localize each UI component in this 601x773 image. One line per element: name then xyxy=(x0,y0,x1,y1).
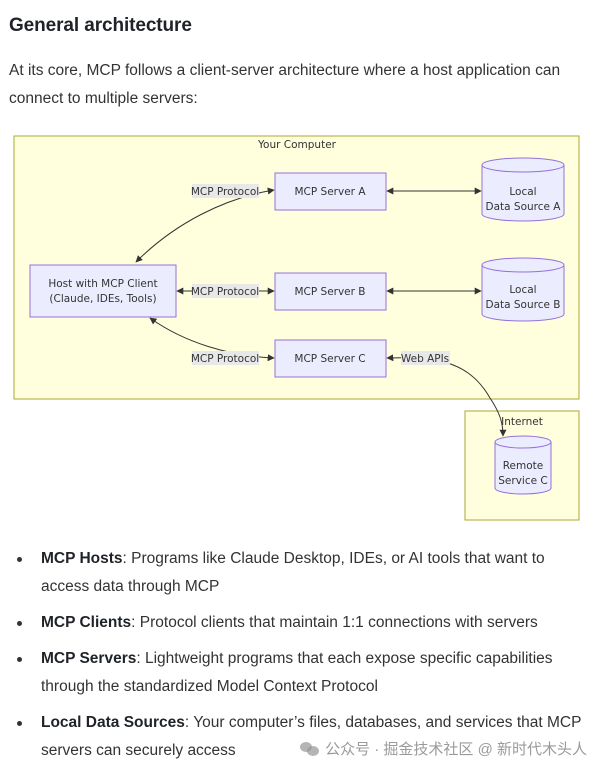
intro-paragraph: At its core, MCP follows a client-server… xyxy=(9,62,561,107)
edge-host-server-c xyxy=(149,317,275,362)
term-mcp-servers: MCP Servers xyxy=(41,650,137,667)
desc-mcp-hosts: : Programs like Claude Desktop, IDEs, or… xyxy=(41,550,545,595)
watermark: 公众号 · 掘金技术社区 @ 新时代木头人 xyxy=(300,738,587,759)
data-source-a-line2: Data Source A xyxy=(486,201,562,213)
bullet-dot-icon xyxy=(17,721,22,726)
server-b-node xyxy=(274,272,387,311)
architecture-diagram-svg: Your Computer Internet MCP Protocol MCP … xyxy=(13,135,580,521)
data-source-b-line2: Data Source B xyxy=(485,299,560,311)
component-list: MCP Hosts: Programs like Claude Desktop,… xyxy=(0,545,601,773)
server-a-node xyxy=(274,172,387,211)
data-source-a-line1: Local xyxy=(509,186,536,198)
web-apis-label-bg xyxy=(401,351,450,365)
term-local-data-sources: Local Data Sources xyxy=(41,714,185,731)
list-item-mcp-hosts: MCP Hosts: Programs like Claude Desktop,… xyxy=(0,545,601,601)
host-node-line2: (Claude, IDEs, Tools) xyxy=(49,293,156,305)
server-c-node xyxy=(274,339,387,378)
host-node xyxy=(29,264,177,318)
remote-service-c-cylinder xyxy=(494,435,552,495)
protocol-label-a-bg xyxy=(192,184,259,198)
your-computer-label: Your Computer xyxy=(257,139,337,151)
protocol-label-b: MCP Protocol xyxy=(191,286,259,298)
wechat-icon xyxy=(300,741,320,757)
server-b-label: MCP Server B xyxy=(294,286,365,298)
bullet-dot-icon xyxy=(17,557,22,562)
list-item-local-data-sources: Local Data Sources: Your computer’s file… xyxy=(0,709,601,765)
data-source-b-cylinder xyxy=(481,257,565,322)
server-a-label: MCP Server A xyxy=(294,186,366,198)
desc-mcp-servers: : Lightweight programs that each expose … xyxy=(41,650,553,695)
data-source-b-line1: Local xyxy=(509,284,536,296)
term-mcp-clients: MCP Clients xyxy=(41,614,132,631)
protocol-label-a: MCP Protocol xyxy=(191,186,259,198)
desc-mcp-clients: : Protocol clients that maintain 1:1 con… xyxy=(131,614,538,631)
host-node-line1: Host with MCP Client xyxy=(48,278,157,290)
remote-service-c-line2: Service C xyxy=(498,475,547,487)
data-source-a-cylinder xyxy=(481,157,565,222)
architecture-diagram: Your Computer Internet MCP Protocol MCP … xyxy=(0,128,601,528)
protocol-label-c: MCP Protocol xyxy=(191,353,259,365)
bullet-dot-icon xyxy=(17,657,22,662)
server-c-label: MCP Server C xyxy=(294,353,365,365)
protocol-label-c-bg xyxy=(192,351,259,365)
protocol-label-b-bg xyxy=(192,284,259,298)
list-item-mcp-clients: MCP Clients: Protocol clients that maint… xyxy=(0,609,601,637)
bullet-dot-icon xyxy=(17,621,22,626)
list-item-mcp-servers: MCP Servers: Lightweight programs that e… xyxy=(0,645,601,701)
term-mcp-hosts: MCP Hosts xyxy=(41,550,123,567)
watermark-text: 公众号 · 掘金技术社区 @ 新时代木头人 xyxy=(325,741,587,758)
web-apis-label: Web APIs xyxy=(401,353,449,365)
desc-local-data-sources: : Your computer’s files, databases, and … xyxy=(41,714,582,759)
remote-service-c-line1: Remote xyxy=(503,460,544,472)
section-heading: General architecture xyxy=(9,15,192,36)
internet-label: Internet xyxy=(501,416,543,428)
